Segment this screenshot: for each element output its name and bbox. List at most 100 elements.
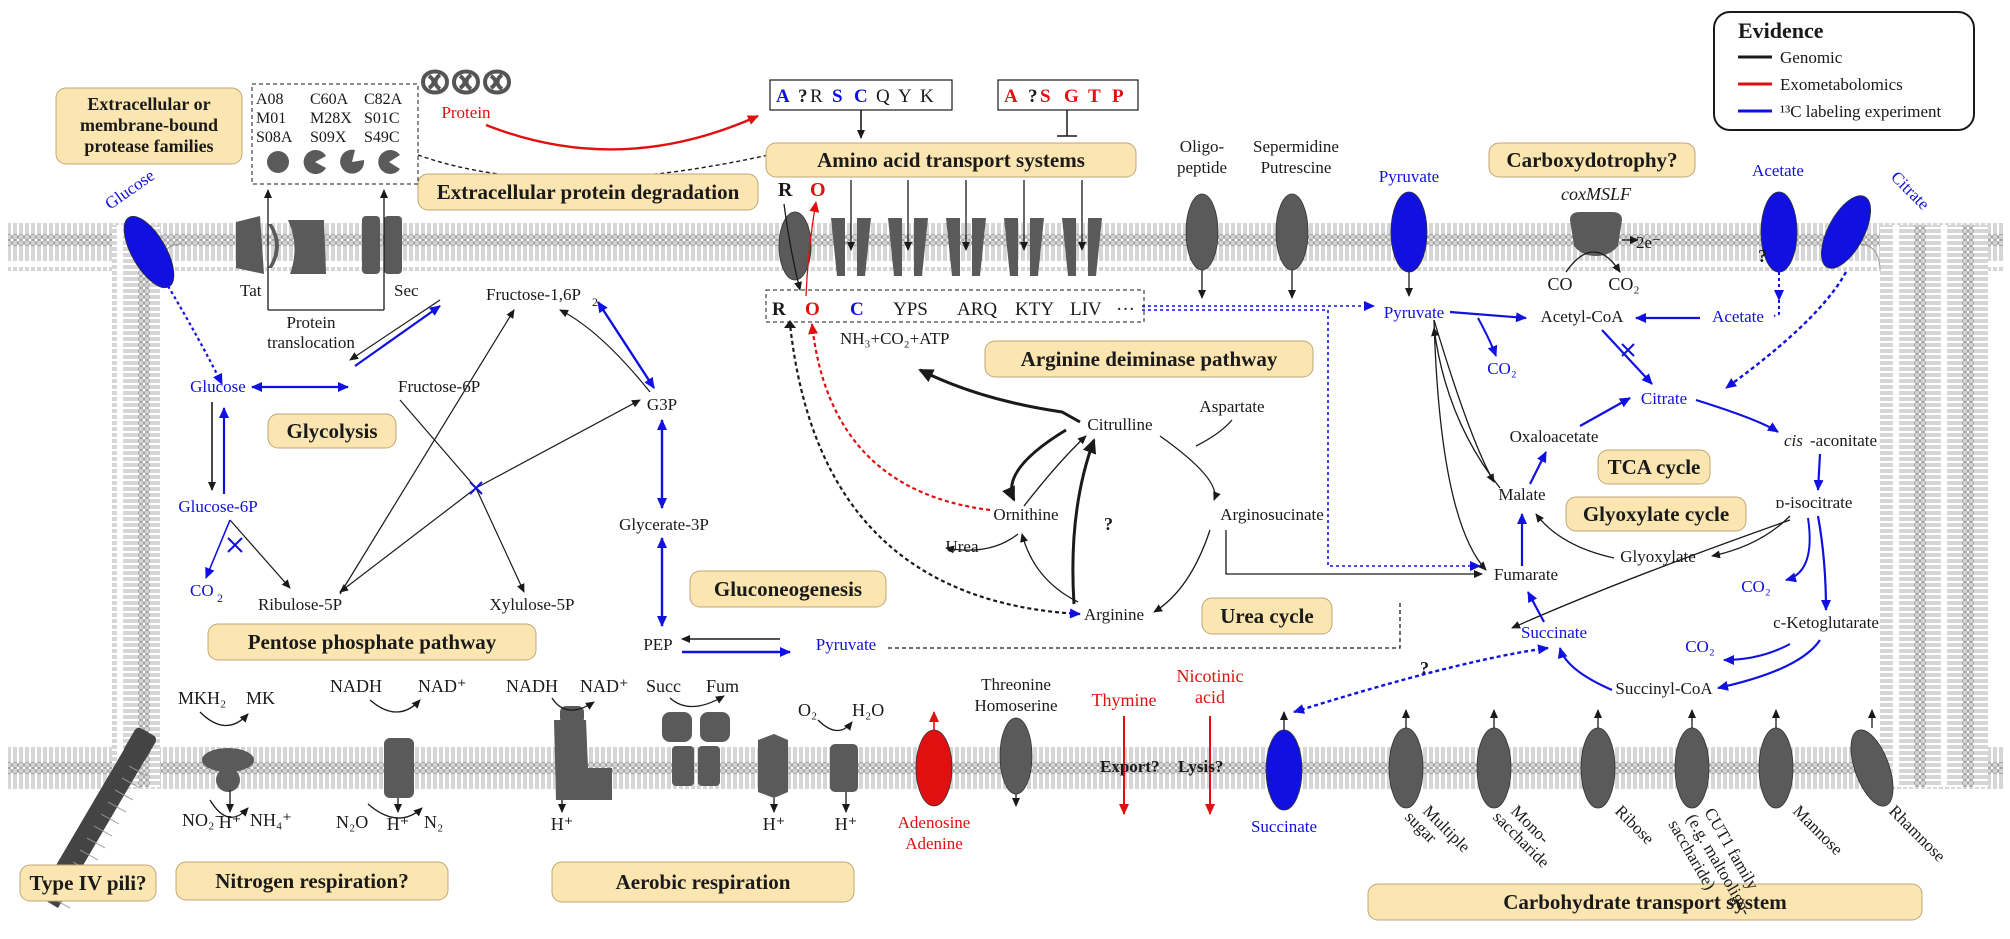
oligopeptide-label: Oligo- <box>1180 137 1225 156</box>
ribulose-label: Ribulose-5P <box>258 595 342 614</box>
citrulline-label: Citrulline <box>1087 415 1152 434</box>
coxmslf-label: coxMSLF <box>1561 184 1632 204</box>
arginine-citrulline-arrow <box>1071 438 1097 605</box>
spermidine-transporter <box>1275 193 1309 271</box>
citrate-transporter <box>1820 195 1872 269</box>
aa-box1-letter: A <box>776 86 790 107</box>
protease-code: S49C <box>364 129 400 146</box>
oligopeptide-transporter <box>1185 193 1219 271</box>
pilus-ridge <box>86 837 106 849</box>
sec-part-1 <box>362 216 380 274</box>
protease-glyph <box>378 150 400 174</box>
translocation-label: translocation <box>267 333 355 352</box>
urea-cycle-box <box>1201 597 1333 635</box>
mk-label: MK <box>246 688 275 708</box>
arginine-ornithine-arrow <box>1020 533 1079 603</box>
fructose16-label: Fructose-1,6P <box>486 285 581 304</box>
urea-cycle-text: Urea cycle <box>1220 604 1313 628</box>
protein-label: Protein <box>441 103 491 122</box>
malate-pyr-arrow <box>1431 327 1501 489</box>
arginine-deiminase-box <box>984 340 1314 378</box>
nitrogen-respiration-box <box>175 861 449 901</box>
cox-enzyme <box>1570 212 1622 256</box>
pyr-fumarate-arrow <box>1433 319 1487 571</box>
spermidine-label: Sepermidine <box>1253 137 1339 156</box>
protease-glyph <box>340 149 365 174</box>
complex-iii <box>758 734 788 798</box>
acetylcoa-citrate-arrow <box>1601 329 1653 385</box>
glyoxylate-label: Glyoxylate <box>1620 547 1696 566</box>
carbohydrate-transport-text: Carbohydrate transport system <box>1503 890 1787 914</box>
threonine-label: Threonine <box>981 675 1051 694</box>
aa-box1-letter: R <box>810 86 823 107</box>
argsucc-arginine-arrow <box>1153 529 1211 613</box>
f16-g3p-arrow <box>596 301 656 389</box>
complex-ii-a <box>662 712 692 742</box>
protease-code: M28X <box>310 110 352 127</box>
g3p-f16-arrow <box>559 309 651 393</box>
succinylcoa-label: Succinyl-CoA <box>1615 679 1713 698</box>
complex-ii-c <box>672 746 694 786</box>
pilus-ridge <box>121 777 141 789</box>
g3p-label: G3P <box>647 395 677 414</box>
pyr-acetylcoa-arrow <box>1449 310 1527 323</box>
carboxydotrophy-text: Carboxydotrophy? <box>1506 148 1677 172</box>
sugar-transporter <box>1758 727 1794 809</box>
sugar-transporter <box>1850 729 1894 807</box>
sec-part-2 <box>384 216 402 274</box>
protease-link <box>417 149 791 180</box>
aa-channel <box>831 218 845 276</box>
aa-box1-letter: S <box>832 86 843 107</box>
gluconeogenesis-box <box>689 570 887 608</box>
sugar-transporter <box>1388 727 1424 809</box>
aa-channel <box>946 218 960 276</box>
protease-families-text: protease families <box>84 136 213 156</box>
n2o-arrow <box>367 803 423 819</box>
sugar-transporter <box>1580 727 1616 809</box>
fructose16-subscript: 2 <box>592 295 598 309</box>
aa-box1-letter: Q <box>876 86 890 107</box>
protein-clump <box>483 69 512 95</box>
glucose-uptake-arrow <box>167 285 223 385</box>
h2-label: H⁺ <box>387 814 410 834</box>
complex-ii-b <box>700 712 730 742</box>
citrulline-argsucc-arrow <box>1159 435 1221 501</box>
spermidine-label: Putrescine <box>1261 158 1332 177</box>
protease-code: M01 <box>256 110 286 127</box>
nadh1-arrow <box>369 699 421 713</box>
co2-label: CO₂ <box>1608 274 1639 294</box>
pentose-phosphate-text: Pentose phosphate pathway <box>248 630 497 654</box>
nad2-label: NAD⁺ <box>580 676 629 696</box>
h4-label: H⁺ <box>763 814 786 834</box>
tat-part-2 <box>288 220 326 274</box>
glucose-label: Glucose <box>190 377 246 396</box>
aa-channel <box>1088 218 1102 276</box>
pyr-co2-arrow <box>1477 317 1498 357</box>
succinylcoa-succinate-arrow <box>1557 647 1613 692</box>
legend-label-labeling: ¹³C labeling experiment <box>1780 102 1942 121</box>
tca-cycle-box <box>1597 449 1711 485</box>
aa-box2-letter: ? <box>1028 86 1038 107</box>
protease-code: A08 <box>256 91 284 108</box>
sugar-transporter <box>1476 727 1512 809</box>
arginine-import-head <box>784 320 796 328</box>
aa-channel <box>1030 218 1044 276</box>
acetate-question: ? <box>1758 246 1767 266</box>
amino-acid-transport-text: Amino acid transport systems <box>817 148 1085 172</box>
ppp-g3p-arrow <box>475 399 641 489</box>
channel-label: KTY <box>1015 299 1054 320</box>
urea-question: ? <box>1104 514 1113 534</box>
aa-channel <box>888 218 902 276</box>
aa-channel <box>1062 218 1076 276</box>
h1-label: H⁺ <box>219 812 242 832</box>
sugar-label: Mannose <box>1789 801 1847 859</box>
legend-box <box>1713 11 1975 131</box>
channel-label-box <box>765 289 1145 323</box>
extracellular-degradation-text: Extracellular protein degradation <box>437 180 740 204</box>
pentose-phosphate-box <box>207 623 537 661</box>
g6p-co2-arrow <box>205 519 231 579</box>
aa-channel <box>857 218 871 276</box>
aa-box2-letter: S <box>1040 86 1051 107</box>
protein-to-aa-arrow <box>485 114 759 151</box>
acetate-outside-label: Acetate <box>1752 161 1804 180</box>
